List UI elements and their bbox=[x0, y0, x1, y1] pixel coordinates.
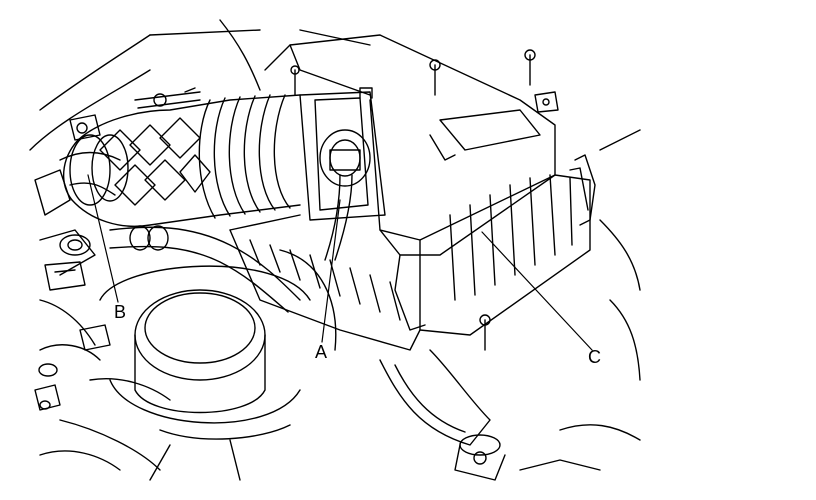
intake-duct bbox=[62, 94, 301, 227]
bolts bbox=[429, 49, 559, 351]
reservoir-cap bbox=[99, 249, 337, 481]
callout-label-b: B bbox=[114, 302, 127, 322]
left-components bbox=[38, 234, 171, 410]
leader-lines[interactable] bbox=[87, 174, 593, 351]
leader-line-c bbox=[481, 231, 593, 351]
callout-label-a: A bbox=[315, 342, 328, 362]
leader-line-b bbox=[87, 174, 119, 303]
air-cleaner-housing bbox=[229, 34, 596, 481]
callout-label-c: C bbox=[588, 347, 601, 367]
engine-bay-background bbox=[29, 19, 641, 471]
hose-clamp bbox=[134, 87, 201, 109]
maf-sensor bbox=[290, 65, 386, 261]
leader-line-a bbox=[321, 199, 341, 343]
